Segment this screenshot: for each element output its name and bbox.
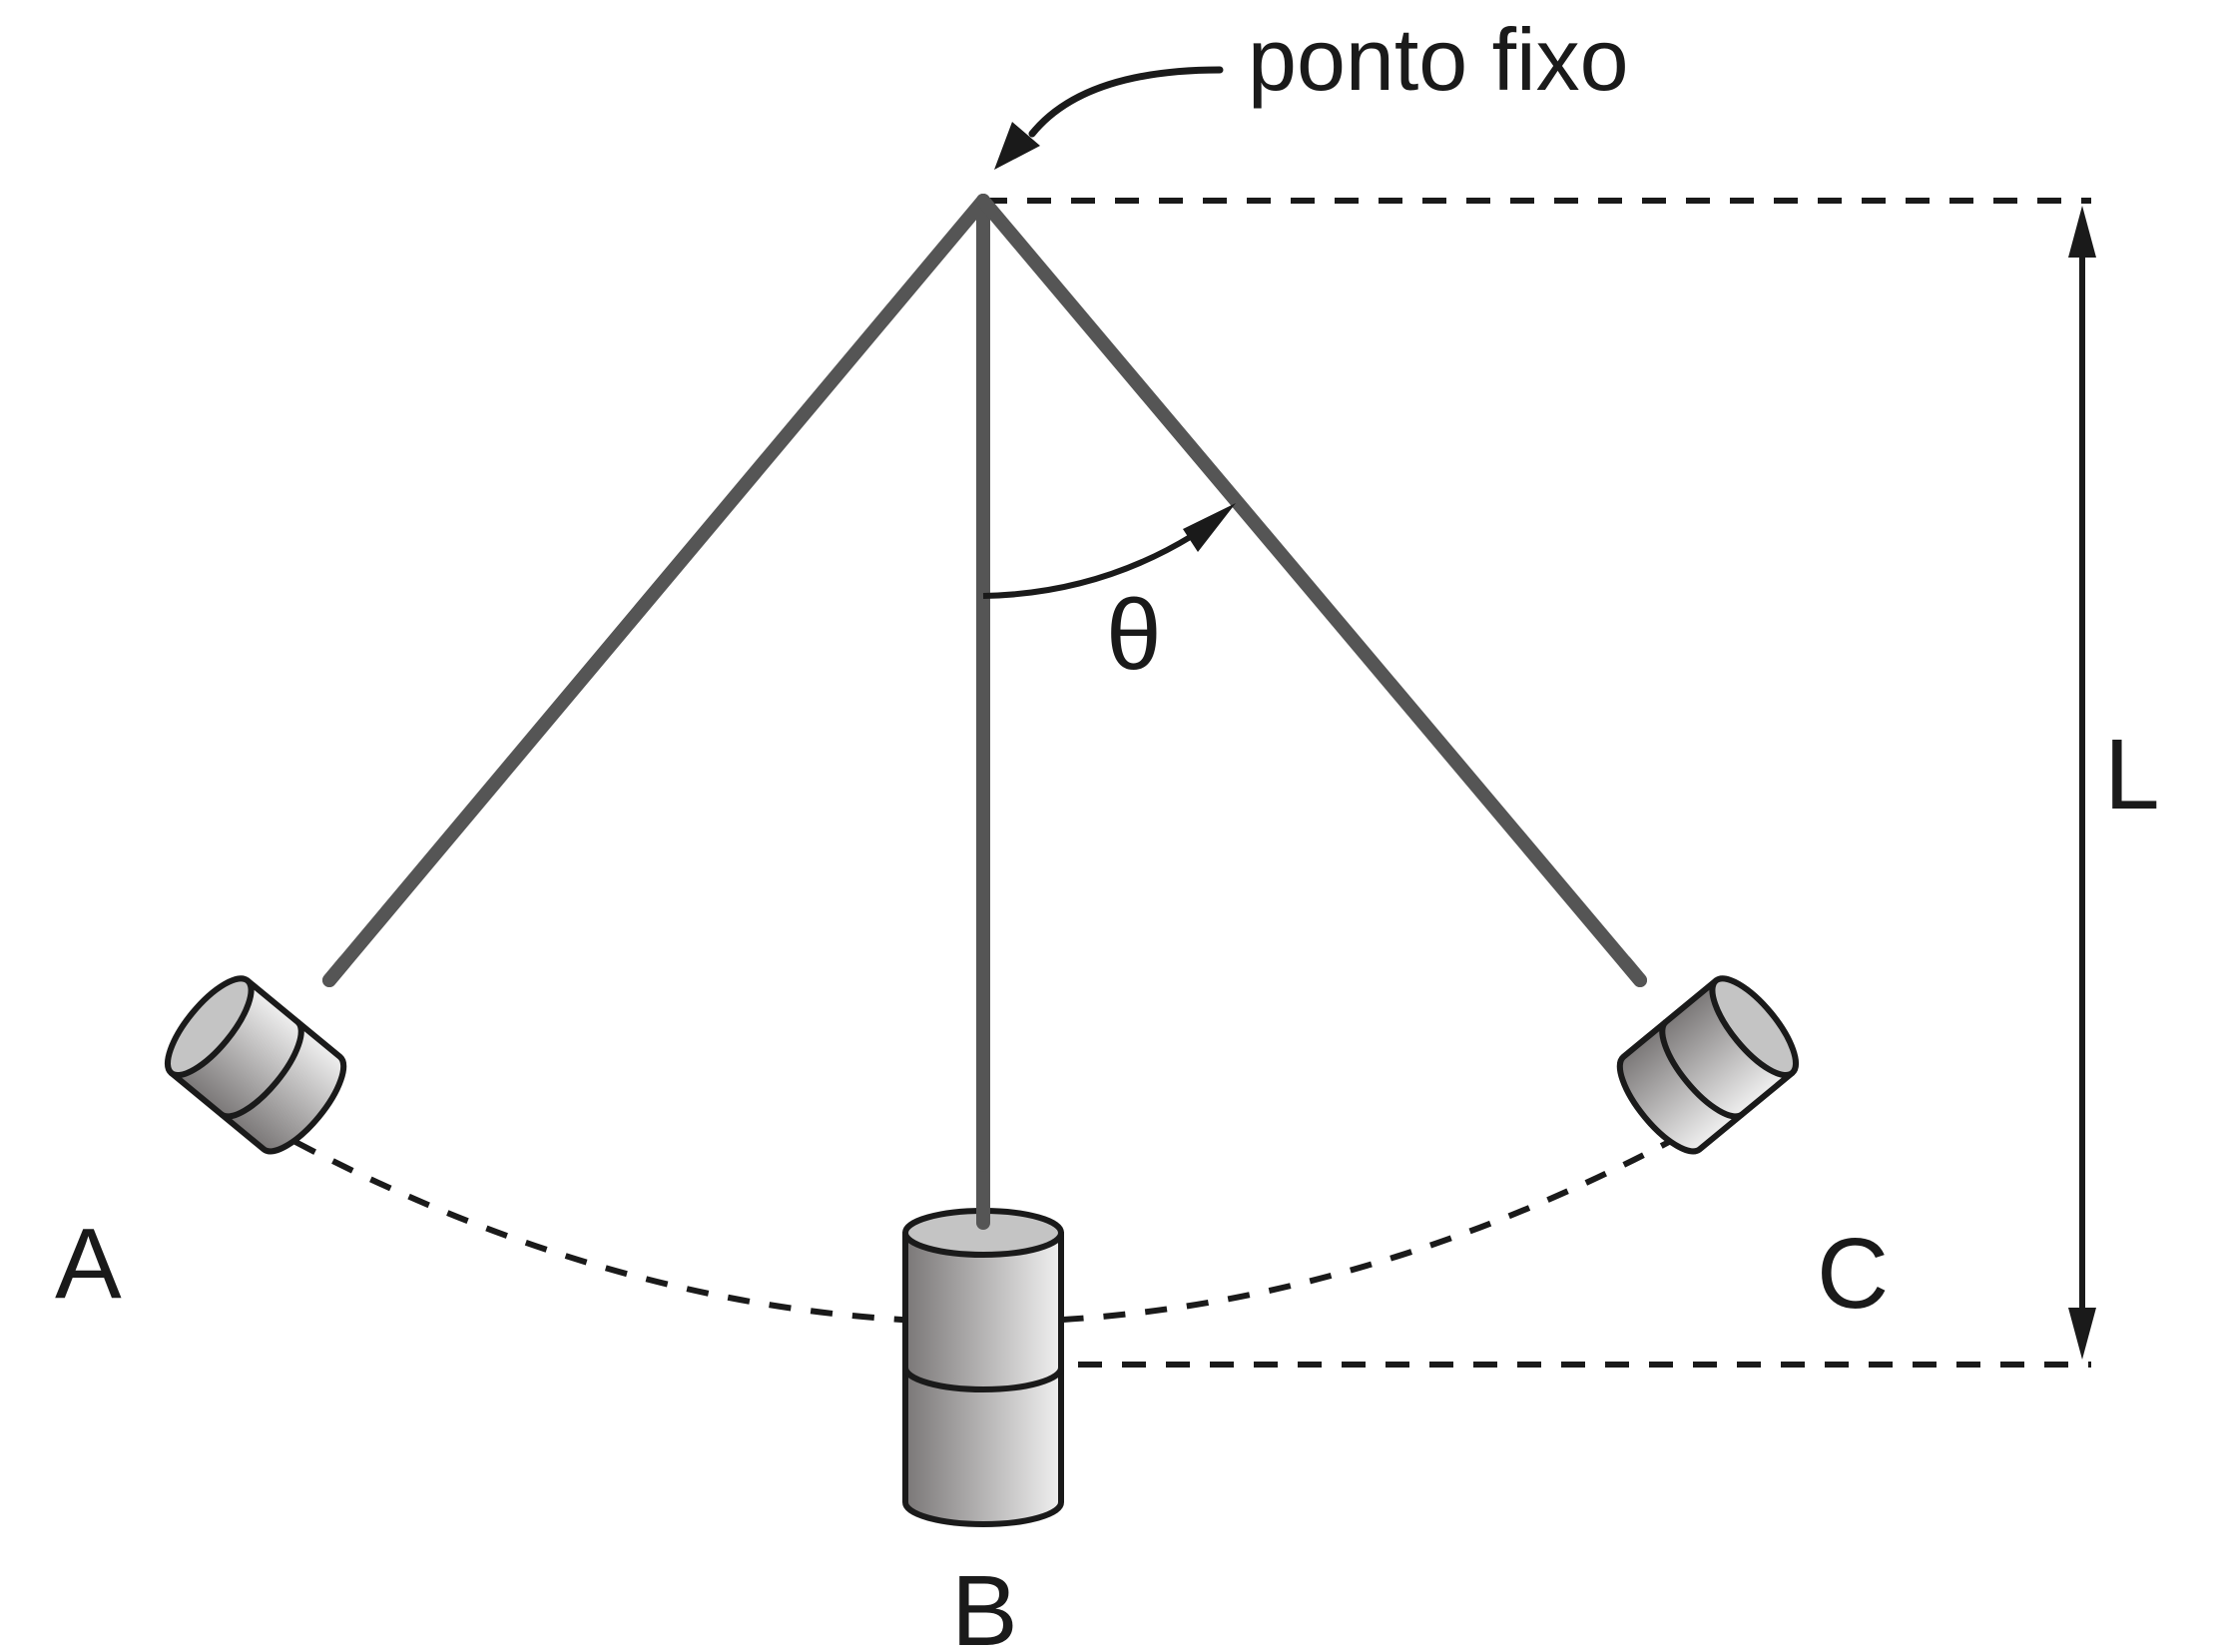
length-label: L xyxy=(2104,719,2160,830)
cylinder-b xyxy=(902,1208,1064,1527)
pivot-label: ponto fixo xyxy=(1248,10,1629,109)
position-b-label: B xyxy=(951,1555,1018,1647)
rod-c xyxy=(976,194,1647,987)
cylinder-a xyxy=(165,975,347,1155)
pivot-pointer-arrow xyxy=(994,66,1224,170)
cylinder-c xyxy=(1616,975,1799,1155)
position-c-label: C xyxy=(1817,1218,1889,1330)
angle-arc xyxy=(982,503,1236,599)
position-a-label: A xyxy=(55,1208,122,1320)
rod-a-end xyxy=(322,955,351,987)
rod-c-end xyxy=(1618,955,1647,987)
angle-label: θ xyxy=(1106,579,1162,691)
length-dimension-arrow xyxy=(2068,206,2096,1360)
rod-a xyxy=(322,194,990,987)
